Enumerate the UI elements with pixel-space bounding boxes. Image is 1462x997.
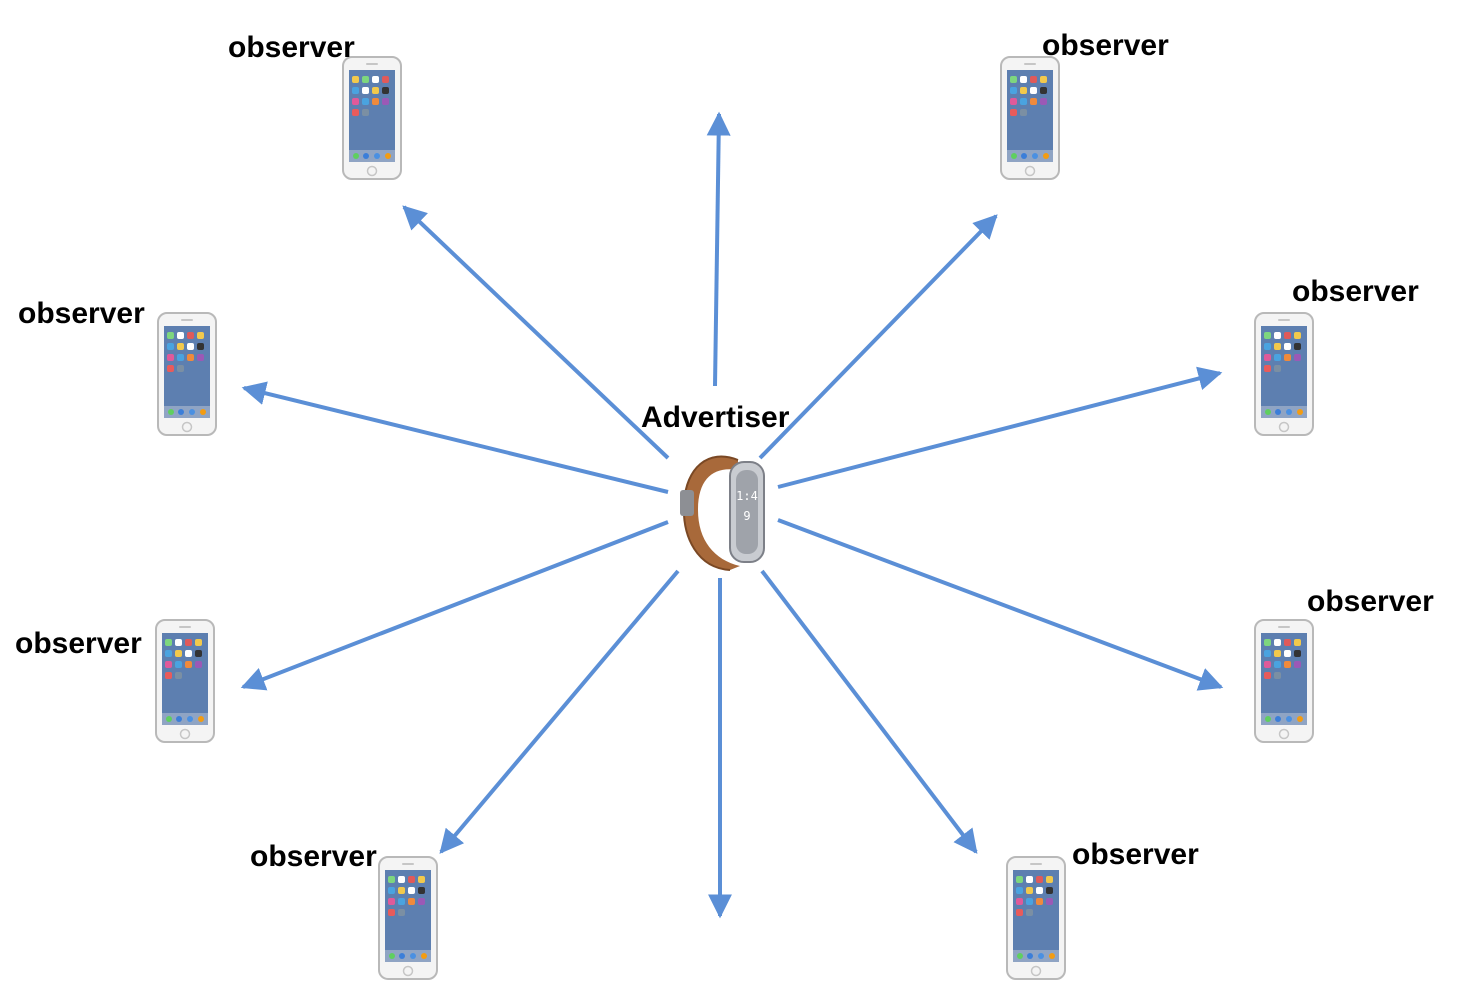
arrow-left-upper (241, 381, 669, 494)
smartphone-icon (378, 856, 438, 980)
arrow-left-lower (240, 520, 669, 691)
observer-phone-left-lower (155, 619, 215, 743)
fitness-band-icon: 1:4 9 (668, 448, 778, 574)
arrow-down-right (760, 569, 978, 854)
smartphone-icon (1000, 56, 1060, 180)
svg-text:1:4: 1:4 (736, 489, 758, 503)
arrow-up-left (402, 205, 670, 460)
observer-label-left-lower: observer (15, 627, 142, 660)
smartphone-icon (1254, 619, 1314, 743)
arrow-up-right (758, 214, 998, 460)
observer-phone-right-upper (1254, 312, 1314, 436)
observer-label-top-left: observer (228, 31, 355, 64)
svg-text:9: 9 (743, 509, 750, 523)
observer-label-top-right: observer (1042, 29, 1169, 62)
advertiser-label: Advertiser (641, 401, 790, 434)
arrow-right-upper (777, 366, 1223, 489)
smartphone-icon (1254, 312, 1314, 436)
observer-label-right-lower: observer (1307, 585, 1434, 618)
observer-label-left-upper: observer (18, 297, 145, 330)
observer-phone-left-upper (157, 312, 217, 436)
observer-phone-bottom-right (1006, 856, 1066, 980)
smartphone-icon (157, 312, 217, 436)
observer-label-bottom-right: observer (1072, 838, 1199, 871)
observer-phone-right-lower (1254, 619, 1314, 743)
observer-label-bottom-left: observer (250, 840, 377, 873)
observer-phone-top-left (342, 56, 402, 180)
arrow-down-left (439, 569, 680, 854)
smartphone-icon (1006, 856, 1066, 980)
smartphone-icon (342, 56, 402, 180)
observer-phone-top-right (1000, 56, 1060, 180)
arrow-up (706, 111, 731, 387)
observer-label-right-upper: observer (1292, 275, 1419, 308)
smartphone-icon (155, 619, 215, 743)
observer-phone-bottom-left (378, 856, 438, 980)
arrow-right-lower (777, 518, 1224, 691)
